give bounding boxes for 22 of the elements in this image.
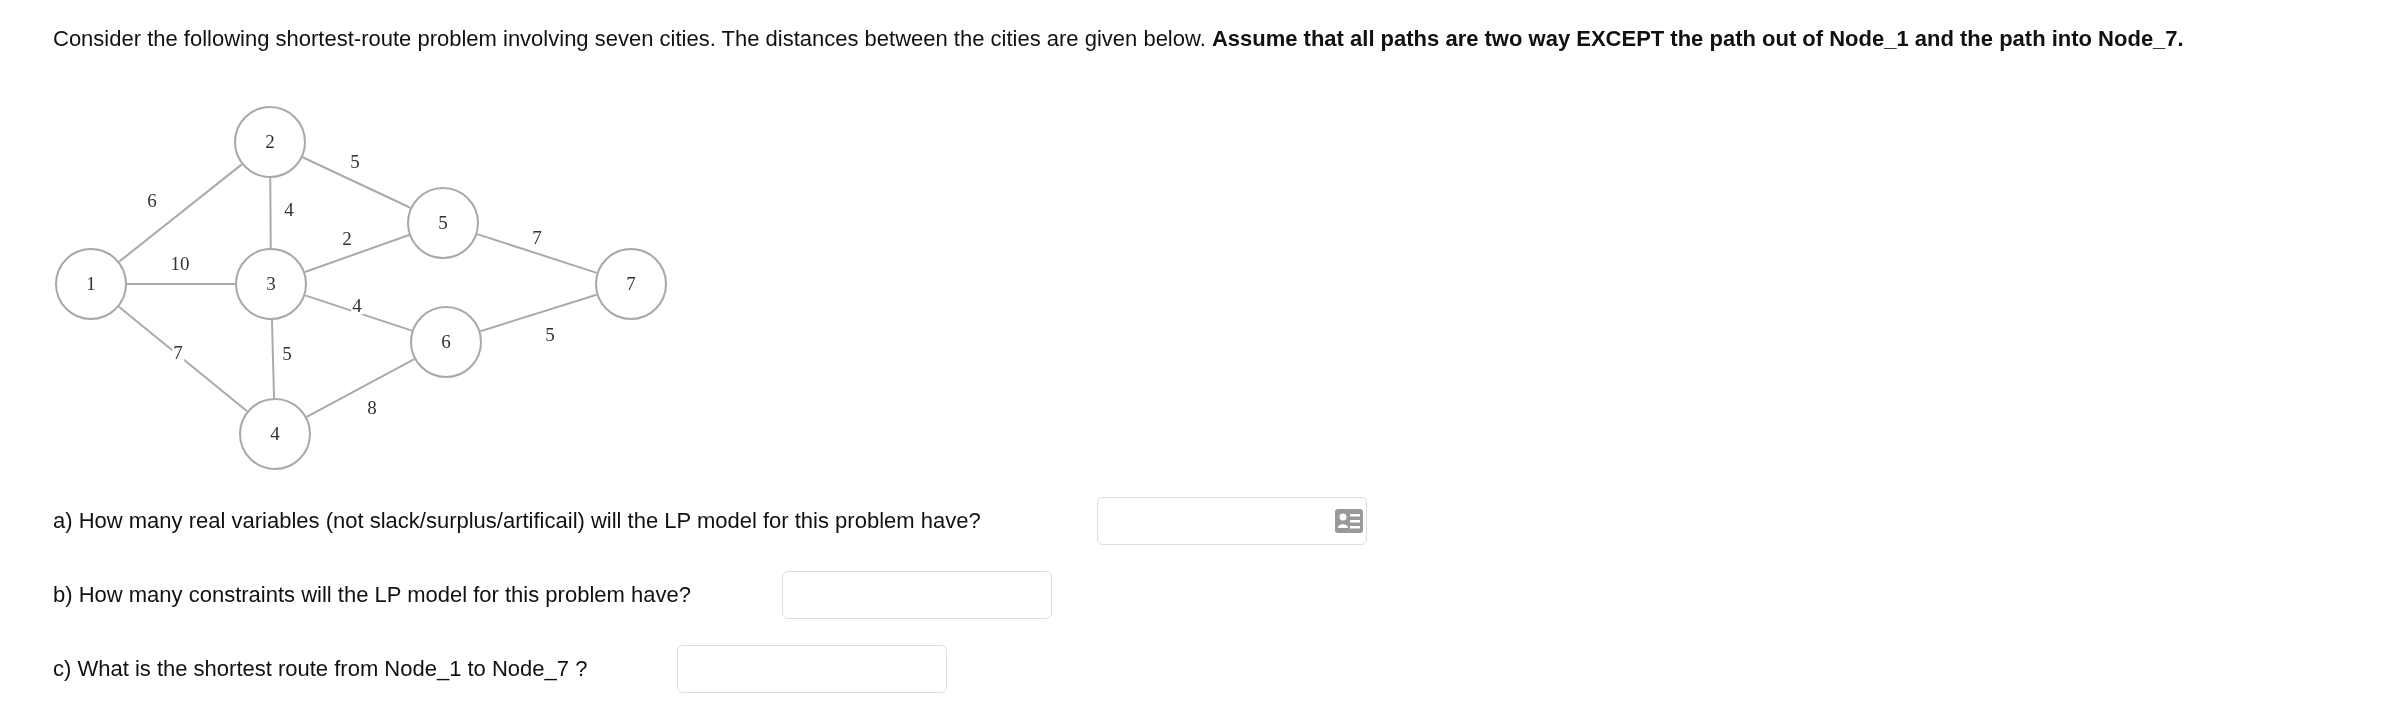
problem-statement: Consider the following shortest-route problem involving seven cities. The distances between the cities are given below. Assume that all paths are two way EXCEPT the path out of Node_1 and the path into Node_7.: [53, 26, 2184, 52]
node-number: 7: [626, 273, 636, 295]
node-number: 2: [265, 131, 275, 153]
connector-line: [304, 294, 413, 332]
connector-line: [303, 234, 411, 273]
node-number: 6: [441, 331, 451, 353]
question-text: a) How many real variables (not slack/surplus/artificail) will the LP model for this problem have?: [53, 508, 981, 534]
connector-line: [479, 293, 598, 333]
connector-line: [269, 177, 272, 249]
connector-line: [118, 163, 243, 263]
node-number: 4: [270, 423, 280, 445]
node-number: 1: [86, 273, 96, 295]
node-number: 3: [266, 273, 276, 295]
question-text: b) How many constraints will the LP model for this problem have?: [53, 582, 691, 608]
connector-line: [476, 233, 598, 274]
node-number: 5: [438, 212, 448, 234]
question-text: c) What is the shortest route from Node_1 to Node_7 ?: [53, 656, 588, 682]
connector-line: [117, 305, 249, 413]
connector-line: [301, 156, 412, 209]
connector-line: [305, 358, 416, 418]
connector-line: [126, 283, 236, 285]
connector-line: [270, 319, 276, 399]
